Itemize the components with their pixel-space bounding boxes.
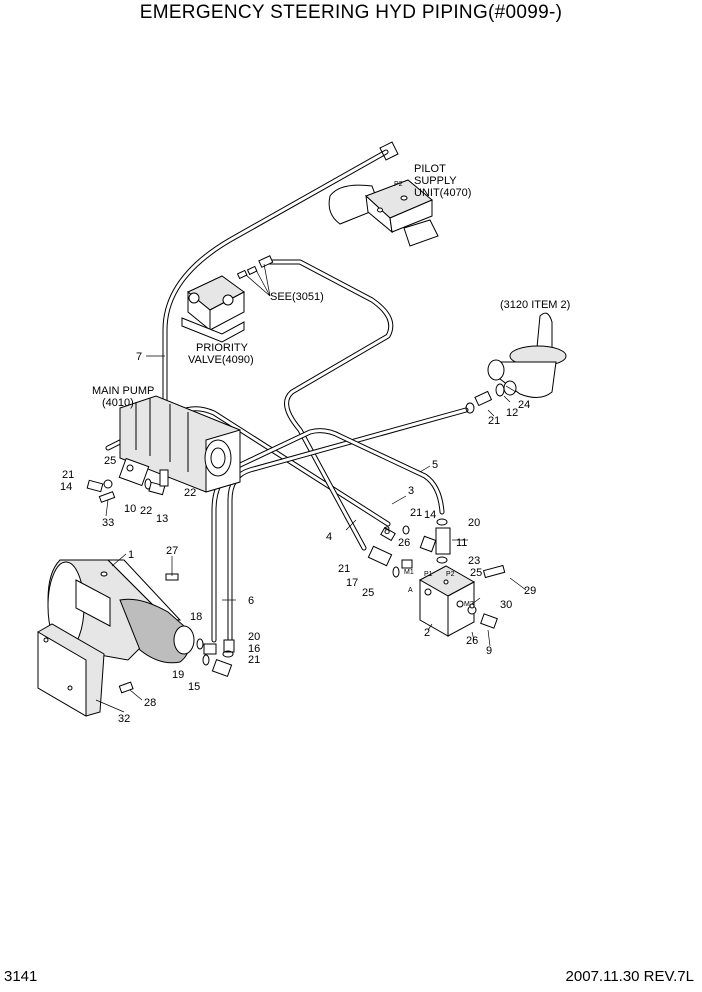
callout-26b: 26: [466, 635, 478, 647]
callout-18: 18: [190, 611, 202, 623]
note-pilot-line3: UNIT(4070): [414, 187, 471, 199]
revision-date: 2007.11.30 REV.7L: [565, 968, 694, 985]
callout-14a: 14: [60, 481, 72, 493]
pilot-supply-unit: [328, 179, 439, 247]
callout-30: 30: [500, 599, 512, 611]
note-priority-line2: VALVE(4090): [188, 354, 254, 366]
main-pump: [118, 395, 241, 493]
valve-block: [418, 565, 476, 637]
callout-21e: 21: [248, 654, 260, 666]
pipe-4: [263, 259, 394, 551]
callout-2: 2: [424, 627, 430, 639]
callout-13: 13: [156, 513, 168, 525]
callout-6: 6: [248, 595, 254, 607]
note-mainpump-line1: MAIN PUMP: [92, 385, 154, 397]
note-pilot-line1: PILOT: [414, 163, 446, 175]
page-title: EMERGENCY STEERING HYD PIPING(#0099-): [139, 2, 563, 23]
callout-19: 19: [172, 669, 184, 681]
callout-5: 5: [432, 459, 438, 471]
port-m2: M2: [464, 601, 474, 608]
callout-1: 1: [128, 549, 134, 561]
callout-4: 4: [326, 531, 332, 543]
callout-3: 3: [408, 485, 414, 497]
page-number: 3141: [4, 968, 38, 985]
callout-23: 23: [468, 555, 480, 567]
callout-20a: 20: [468, 517, 480, 529]
callout-21c: 21: [410, 507, 422, 519]
port-p1: P1: [424, 571, 433, 578]
callout-22b: 22: [140, 505, 152, 517]
note-priority-line1: PRIORITY: [196, 342, 249, 354]
note-mainpump-line2: (4010): [102, 397, 134, 409]
callout-26a: 26: [398, 537, 410, 549]
note-see: SEE(3051): [270, 291, 324, 303]
item2-reservoir-elbow: [487, 312, 567, 398]
callout-29: 29: [524, 585, 536, 597]
callout-27: 27: [166, 545, 178, 557]
callout-16: 16: [248, 643, 260, 655]
priority-valve: [181, 275, 245, 343]
bracket-32: [37, 623, 105, 717]
note-pilot-line2: SUPPLY: [414, 175, 457, 187]
callout-10: 10: [124, 503, 136, 515]
callout-21d: 21: [338, 563, 350, 575]
fitting-see: [236, 255, 274, 280]
callout-15: 15: [188, 681, 200, 693]
callout-9: 9: [486, 645, 492, 657]
callout-24: 24: [518, 399, 530, 411]
callout-25a: 25: [104, 455, 116, 467]
leader-lines: [95, 355, 527, 713]
callout-11: 11: [456, 537, 467, 549]
callout-22a: 22: [184, 487, 196, 499]
callout-28: 28: [144, 697, 156, 709]
fittings: [86, 383, 506, 694]
callout-33: 33: [102, 517, 114, 529]
note-item2: (3120 ITEM 2): [500, 299, 570, 311]
port-p2: P2: [446, 571, 455, 578]
callout-25b: 25: [470, 567, 482, 579]
callout-7: 7: [136, 351, 142, 363]
port-m1: M1: [404, 569, 414, 576]
pipe-7: [162, 141, 399, 473]
emergency-pump-motor: [47, 559, 195, 664]
see-leader: [245, 263, 271, 297]
callout-25c: 25: [362, 587, 374, 599]
callout-8: 8: [384, 525, 390, 537]
callout-20b: 20: [248, 631, 260, 643]
callout-14b: 14: [424, 509, 436, 521]
callout-17: 17: [346, 577, 358, 589]
callout-12: 12: [506, 407, 518, 419]
callouts: 7 1 2 3 4 5 6 8 9 10 11 12 13 14 14 15 1…: [60, 351, 536, 725]
callout-21a: 21: [62, 469, 74, 481]
port-p2-pilot: P2: [394, 181, 403, 188]
callout-32: 32: [118, 713, 130, 725]
port-a: A: [408, 587, 413, 594]
callout-21b: 21: [488, 415, 500, 427]
